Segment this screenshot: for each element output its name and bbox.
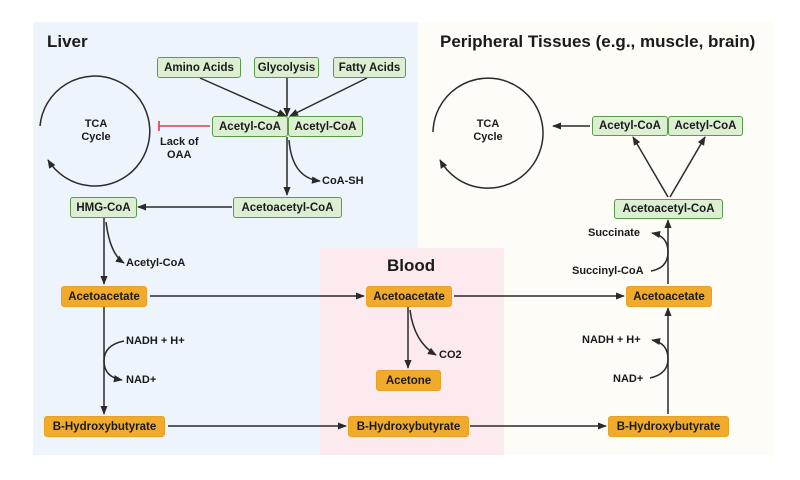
succinate-label: Succinate [588,227,640,239]
arrow-periph-to-acetyl-1 [632,136,669,198]
tca-label-line1: TCA [476,118,500,130]
periph-tca-cycle-circle [432,77,544,189]
tca-label-line1: TCA [84,118,108,130]
hmg-coa-box: HMG-CoA [70,197,137,218]
amino-acids-box: Amino Acids [157,57,241,78]
periph-bhb-box: B-Hydroxybutyrate [608,416,729,437]
periph-tca-label: TCA Cycle [470,118,506,144]
coa-sh-label: CoA-SH [322,175,364,187]
fatty-acids-box: Fatty Acids [333,57,406,78]
periph-acetoacetate-box: Acetoacetate [626,286,712,307]
liver-bhb-box: B-Hydroxybutyrate [44,416,165,437]
arrow-periph-succinyl-to-succinate [650,230,669,272]
periph-acetyl-coa-box-1: Acetyl-CoA [592,116,668,136]
liver-nad-label: NAD+ [126,374,157,386]
arrow-periph-nad-to-nadh [649,337,669,379]
lack-of-oaa-line1: Lack of [160,136,199,148]
lack-of-oaa-label: Lack of OAA [160,136,199,162]
arrow-blood-co2 [409,309,437,356]
blood-acetoacetate-box: Acetoacetate [366,286,452,307]
liver-tca-label: TCA Cycle [78,118,114,144]
arrow-fatty-acids [289,77,368,117]
liver-acetoacetate-box: Acetoacetate [61,286,147,307]
released-acetyl-coa-label: Acetyl-CoA [126,257,186,269]
arrow-coa-sh [288,139,321,184]
periph-nad-label: NAD+ [613,373,644,385]
liver-title: Liver [47,32,88,51]
liver-tca-cycle-circle [39,75,151,187]
succinyl-coa-label: Succinyl-CoA [572,265,644,277]
periph-acetoacetyl-coa-box: Acetoacetyl-CoA [614,199,723,219]
liver-acetyl-coa-box-1: Acetyl-CoA [212,116,288,137]
tca-label-line2: Cycle [81,131,111,143]
blood-title: Blood [387,256,436,275]
peripheral-title: Peripheral Tissues (e.g., muscle, brain) [440,32,756,51]
acetone-box: Acetone [376,370,441,391]
tca-label-line2: Cycle [473,131,503,143]
liver-nadh-label: NADH + H+ [126,335,185,347]
arrow-release-acetyl-coa [105,221,125,264]
arrow-amino-acids [199,77,287,117]
inhibition-lack-of-oaa [158,121,210,131]
co2-label: CO2 [439,349,462,361]
periph-acetyl-coa-box-2: Acetyl-CoA [668,116,743,136]
liver-acetyl-coa-box-2: Acetyl-CoA [288,116,363,137]
glycolysis-box: Glycolysis [254,57,319,78]
periph-nadh-label: NADH + H+ [582,334,641,346]
arrow-liver-nadh-to-nad [103,340,125,383]
arrow-periph-to-acetyl-2 [669,136,706,198]
blood-bhb-box: B-Hydroxybutyrate [348,416,469,437]
lack-of-oaa-line2: OAA [167,149,192,161]
liver-acetoacetyl-coa-box: Acetoacetyl-CoA [233,197,342,218]
